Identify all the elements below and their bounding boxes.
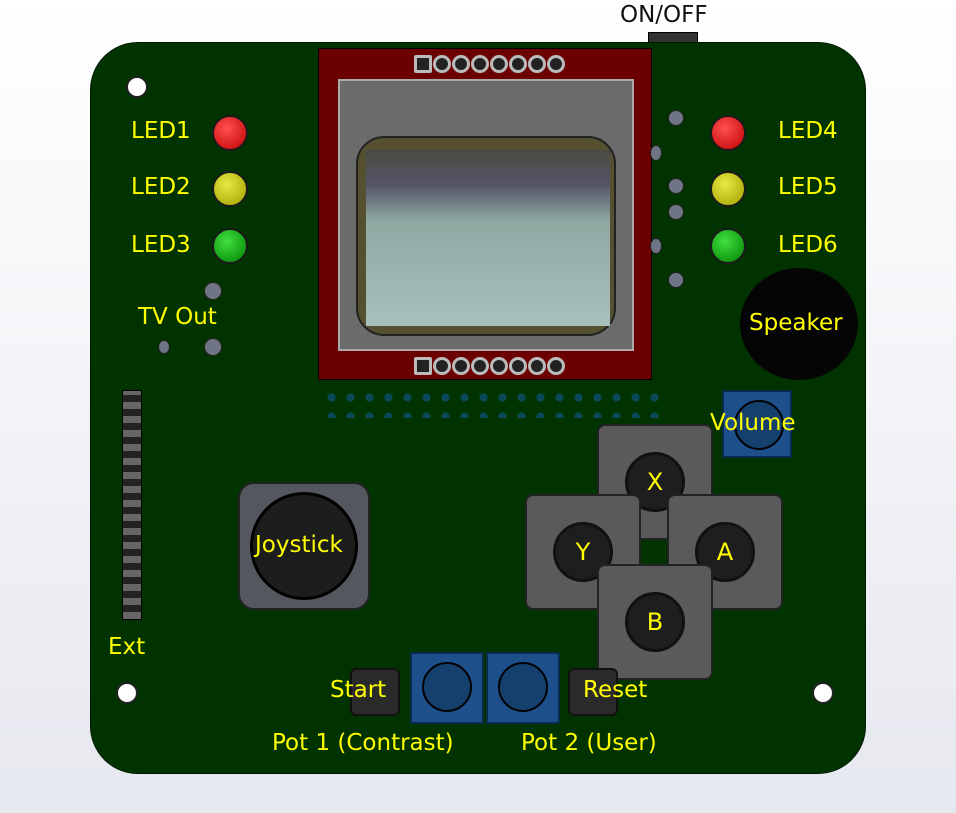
- via-rows: [322, 388, 662, 418]
- lcd-pin: [509, 55, 527, 73]
- led2-label: LED2: [131, 174, 191, 200]
- led3-label: LED3: [131, 232, 191, 258]
- tv-out-label: TV Out: [138, 304, 217, 330]
- lcd-pin: [414, 357, 432, 375]
- lcd-pin: [528, 357, 546, 375]
- lcd-frame: [356, 136, 616, 336]
- led6-green: [710, 228, 746, 264]
- start-label: Start: [330, 677, 387, 703]
- lcd-pin: [547, 55, 565, 73]
- mount-hole: [126, 76, 148, 98]
- lcd-screen: [366, 150, 610, 326]
- lcd-pin: [471, 357, 489, 375]
- led2-yellow: [212, 171, 248, 207]
- tv-out-pad: [204, 338, 222, 356]
- led1-red: [212, 115, 248, 151]
- lcd-pin: [433, 55, 451, 73]
- start-button[interactable]: [350, 668, 400, 716]
- pot2-user[interactable]: [486, 652, 560, 724]
- button-b[interactable]: B: [597, 564, 713, 680]
- mount-hole: [116, 682, 138, 704]
- lcd-pin: [547, 357, 565, 375]
- lcd-pin: [433, 357, 451, 375]
- pad: [650, 238, 662, 254]
- pad: [668, 204, 684, 220]
- tv-out-pad: [204, 282, 222, 300]
- led5-yellow: [710, 171, 746, 207]
- ext-label: Ext: [108, 634, 146, 660]
- lcd-pin: [452, 357, 470, 375]
- mount-hole: [812, 682, 834, 704]
- pad: [668, 272, 684, 288]
- lcd-pin: [471, 55, 489, 73]
- lcd-pin: [490, 357, 508, 375]
- volume-label: Volume: [710, 410, 796, 436]
- ext-header: [122, 390, 142, 620]
- tv-out-pad: [158, 340, 170, 354]
- led4-red: [710, 115, 746, 151]
- pad: [668, 178, 684, 194]
- speaker: [740, 268, 858, 380]
- pot2-label: Pot 2 (User): [521, 730, 657, 756]
- lcd-pin: [509, 357, 527, 375]
- led4-label: LED4: [778, 118, 838, 144]
- pad: [650, 145, 662, 161]
- speaker-label: Speaker: [749, 310, 843, 336]
- pad: [668, 110, 684, 126]
- lcd-bezel: [338, 79, 634, 351]
- joystick-label: Joystick: [255, 532, 343, 558]
- reset-button[interactable]: [568, 668, 618, 716]
- led5-label: LED5: [778, 174, 838, 200]
- lcd-pin: [414, 55, 432, 73]
- led3-green: [212, 228, 248, 264]
- pot1-label: Pot 1 (Contrast): [272, 730, 454, 756]
- pot1-contrast[interactable]: [410, 652, 484, 724]
- power-label: ON/OFF: [620, 2, 708, 28]
- led1-label: LED1: [131, 118, 191, 144]
- led6-label: LED6: [778, 232, 838, 258]
- lcd-pin: [528, 55, 546, 73]
- lcd-module: [318, 48, 652, 380]
- lcd-pin: [452, 55, 470, 73]
- lcd-pin: [490, 55, 508, 73]
- reset-label: Reset: [583, 677, 648, 703]
- volume-pot[interactable]: [722, 390, 792, 458]
- joystick[interactable]: [238, 482, 370, 610]
